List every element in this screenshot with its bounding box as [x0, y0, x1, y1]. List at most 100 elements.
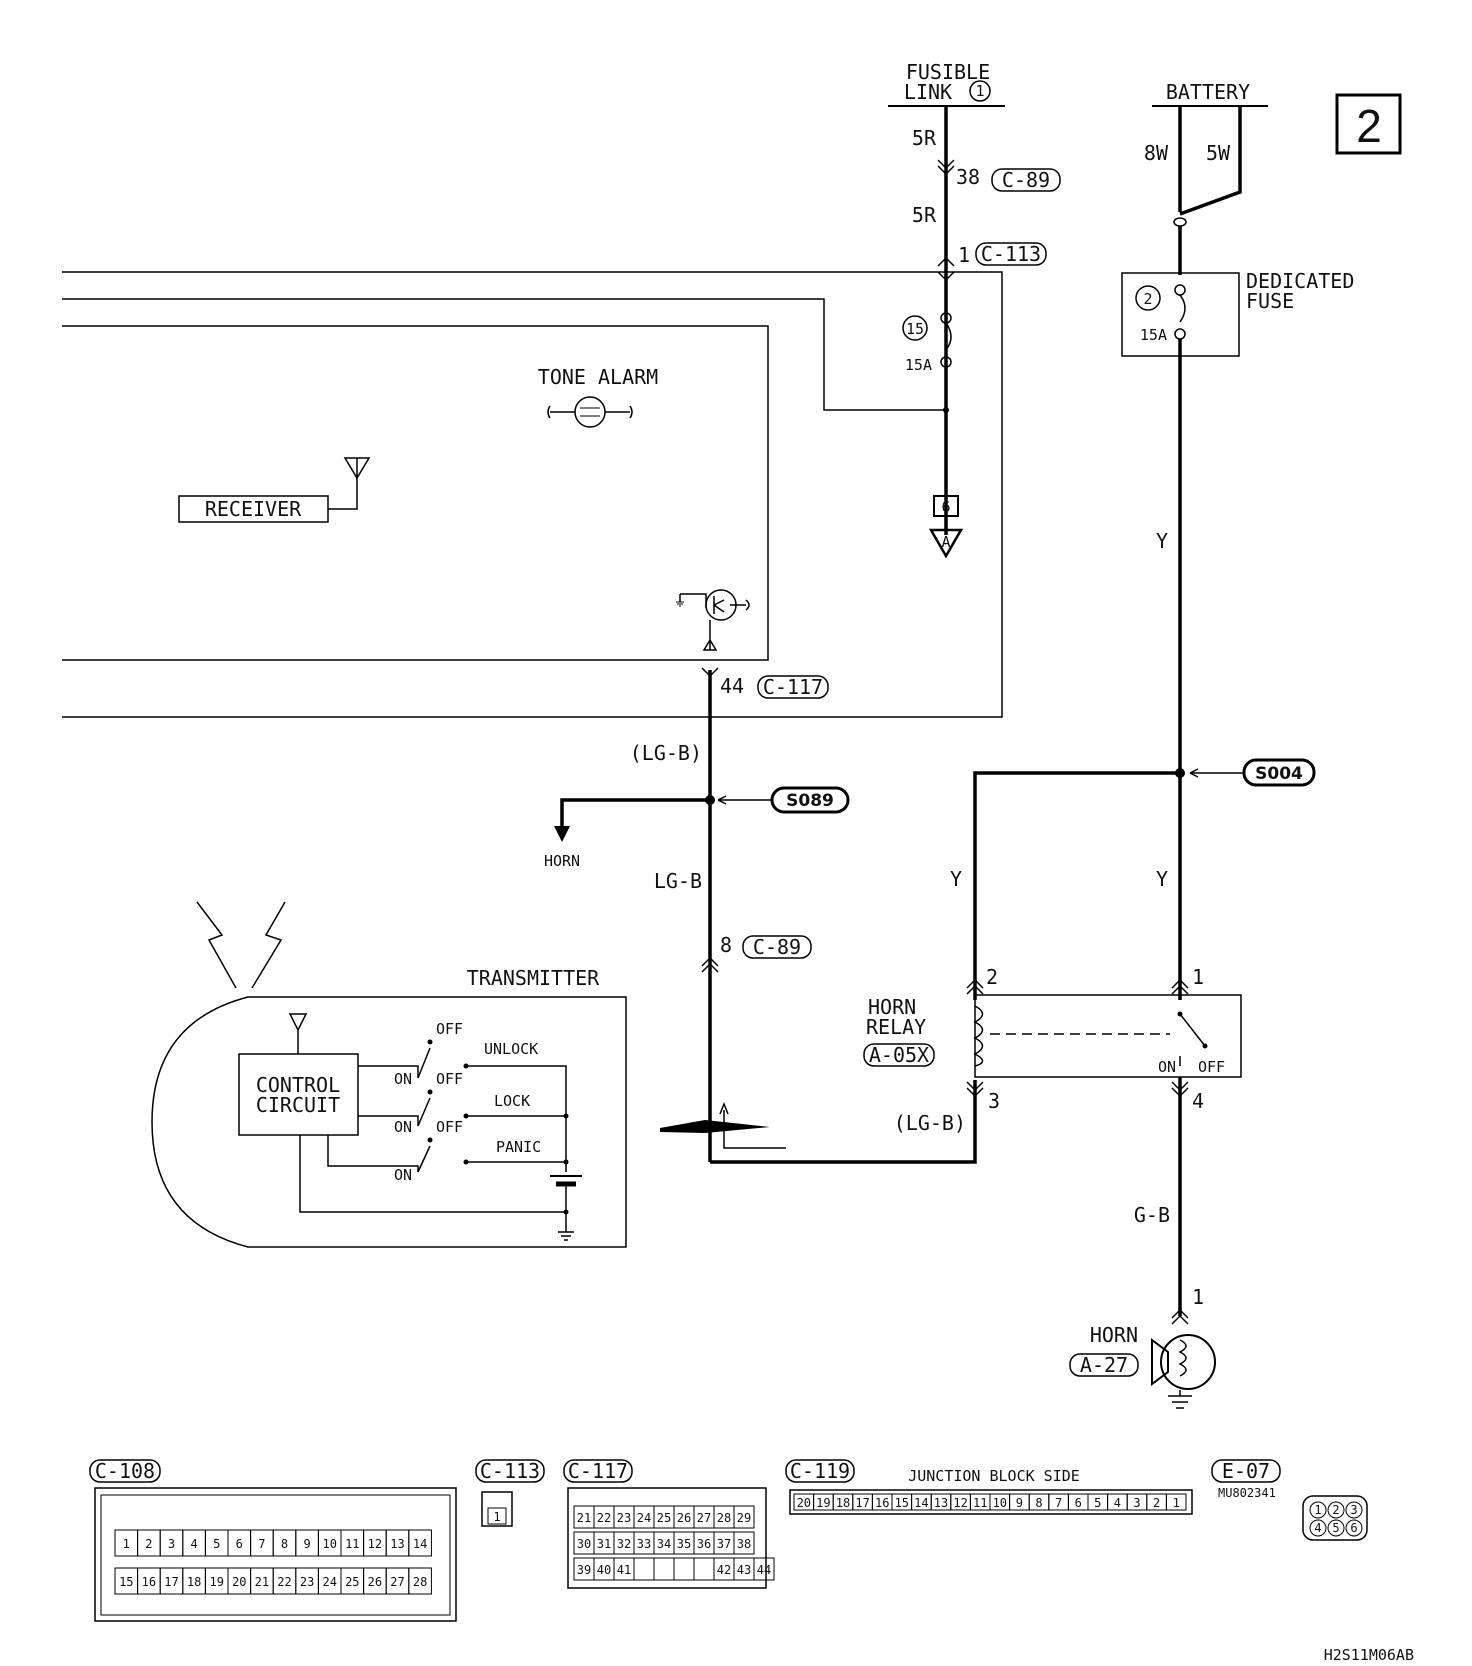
- fuse-15-number: 15: [906, 320, 924, 338]
- c108-pin: 1: [123, 1537, 130, 1551]
- wire-5r-mid-label: 5R: [912, 203, 937, 227]
- c119-pin: 15: [895, 1496, 909, 1510]
- pin-38: 38: [956, 165, 980, 189]
- c108-pin: 17: [164, 1575, 178, 1589]
- relay-name-2: RELAY: [866, 1015, 926, 1039]
- wire-gb-label: G-B: [1134, 1203, 1170, 1227]
- c113-body: [481, 1491, 513, 1527]
- relay-coil-icon: [973, 1005, 1208, 1067]
- c117-body: [567, 1487, 767, 1589]
- c108-pin: 26: [368, 1575, 382, 1589]
- c117-cell: [733, 1505, 755, 1529]
- e07-pin-circle: [1327, 1501, 1345, 1519]
- dedicated-fuse-label-1: DEDICATED: [1246, 269, 1354, 293]
- c108-pin: 18: [187, 1575, 201, 1589]
- c108-pin: 7: [258, 1537, 265, 1551]
- horn-branch-label: HORN: [544, 852, 580, 870]
- c117-cell: [653, 1557, 675, 1581]
- c117-cell: [633, 1557, 655, 1581]
- switch-panic-on: ON: [394, 1166, 412, 1184]
- wire-lgb-bottom-label: (LG-B): [894, 1111, 966, 1135]
- conn-c113-label: C-113: [981, 242, 1041, 266]
- e07-pin-circle: [1309, 1501, 1327, 1519]
- horn-conn-label: A-27: [1080, 1353, 1128, 1377]
- c119-pin: 8: [1035, 1496, 1042, 1510]
- e07-pin: 2: [1332, 1503, 1339, 1517]
- relay-pin-3: 3: [988, 1089, 1000, 1113]
- c117-pin: 31: [597, 1537, 611, 1551]
- c119-pin: 20: [797, 1496, 811, 1510]
- c117-pin: 21: [577, 1511, 591, 1525]
- c117-pin: 29: [737, 1511, 751, 1525]
- wire-y-top-label: Y: [1156, 529, 1168, 553]
- dedicated-fuse-rating: 15A: [1140, 326, 1167, 344]
- dedicated-fuse-number: 2: [1143, 290, 1152, 308]
- c117-pin: 23: [617, 1511, 631, 1525]
- c108-pin: 6: [236, 1537, 243, 1551]
- horn-branch-arrow: [554, 826, 570, 842]
- splice-s004: S004: [1255, 764, 1303, 784]
- relay-pin-4: 4: [1192, 1089, 1204, 1113]
- c108-pin: 15: [119, 1575, 133, 1589]
- switch-lock-on: ON: [394, 1118, 412, 1136]
- switch-unlock-on: ON: [394, 1070, 412, 1088]
- c119-pin: 1: [1173, 1496, 1180, 1510]
- wire-lgb-label: LG-B: [654, 869, 702, 893]
- fuse-15-rating: 15A: [905, 356, 932, 374]
- c108-pin: 23: [300, 1575, 314, 1589]
- splice-s089: S089: [786, 791, 834, 811]
- e07-part: MU802341: [1218, 1486, 1276, 1500]
- c117-pin: 34: [657, 1537, 671, 1551]
- relay-pin-2: 2: [986, 965, 998, 989]
- c113-label: C-113: [480, 1459, 540, 1483]
- c117-pin: 43: [737, 1563, 751, 1577]
- pin-8: 8: [720, 933, 732, 957]
- page-number: 2: [1356, 100, 1382, 152]
- c117-pin: 44: [757, 1563, 771, 1577]
- c108-pin: 27: [390, 1575, 404, 1589]
- conn-c117-label: C-117: [763, 675, 823, 699]
- wire-y-right-label: Y: [1156, 867, 1168, 891]
- e07-body: [1302, 1495, 1368, 1541]
- c117-pin: 36: [697, 1537, 711, 1551]
- c108-pin: 9: [303, 1537, 310, 1551]
- c117-pin: 35: [677, 1537, 691, 1551]
- c117-pin: 32: [617, 1537, 631, 1551]
- horn-name: HORN: [1090, 1323, 1138, 1347]
- e07-pin-circle: [1345, 1519, 1363, 1537]
- receiver-antenna-icon: [343, 457, 371, 480]
- pin-44: 44: [720, 674, 744, 698]
- c108-pin: 28: [413, 1575, 427, 1589]
- c119-pin: 2: [1153, 1496, 1160, 1510]
- c119-pin: 11: [973, 1496, 987, 1510]
- e07-pin: 1: [1314, 1503, 1321, 1517]
- e07-pin: 5: [1332, 1521, 1339, 1535]
- c108-pin: 11: [345, 1537, 359, 1551]
- transistor-icon: [676, 589, 750, 651]
- transmitter-title: TRANSMITTER: [467, 966, 600, 990]
- c119-pin: 5: [1094, 1496, 1101, 1510]
- control-circuit-label-1: CONTROL: [256, 1073, 340, 1097]
- c108-cell: [408, 1567, 432, 1595]
- switch-unlock-off: OFF: [436, 1020, 463, 1038]
- c108-body: [94, 1487, 457, 1622]
- etacs-inner-box: [62, 325, 769, 661]
- c108-pin: 8: [281, 1537, 288, 1551]
- horn-icon: [1151, 1334, 1216, 1409]
- e07-pin: 4: [1314, 1521, 1321, 1535]
- c117-pin: 28: [717, 1511, 731, 1525]
- battery-wire-5w: 5W: [1206, 141, 1231, 165]
- c108-pin: 3: [168, 1537, 175, 1551]
- c119-pin: 17: [855, 1496, 869, 1510]
- c108-pin: 14: [413, 1537, 427, 1551]
- page-number-box: [1335, 93, 1402, 155]
- c108-pin: 16: [142, 1575, 156, 1589]
- c117-pin: 24: [637, 1511, 651, 1525]
- c117-pin: 41: [617, 1563, 631, 1577]
- c117-cell: [733, 1531, 755, 1555]
- tone-alarm-icon: [547, 396, 633, 428]
- c119-pin: 7: [1055, 1496, 1062, 1510]
- c117-pin: 39: [577, 1563, 591, 1577]
